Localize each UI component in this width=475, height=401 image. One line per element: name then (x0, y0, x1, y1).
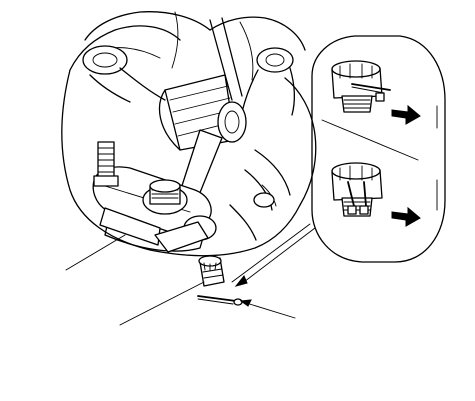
cotter-pin (197, 295, 243, 306)
lower-arm-stud-left (93, 141, 119, 187)
detail-nut-bottom (331, 162, 383, 217)
cotter-pin-leader (239, 299, 296, 319)
driveshaft-boot (158, 74, 247, 151)
ball-joint (142, 179, 188, 215)
detail-view (311, 35, 446, 263)
castle-nut-leader (119, 281, 205, 326)
lower-arm (92, 141, 217, 253)
knuckle-assembly (61, 11, 317, 257)
arrow-right-icon (391, 104, 421, 125)
tie-rod (177, 17, 243, 206)
detail-nut-top (331, 60, 391, 113)
detail-view-leader (231, 223, 316, 287)
arrow-right-icon (391, 206, 421, 227)
castle-nut (198, 255, 225, 287)
lower-arm-leader (65, 234, 126, 271)
